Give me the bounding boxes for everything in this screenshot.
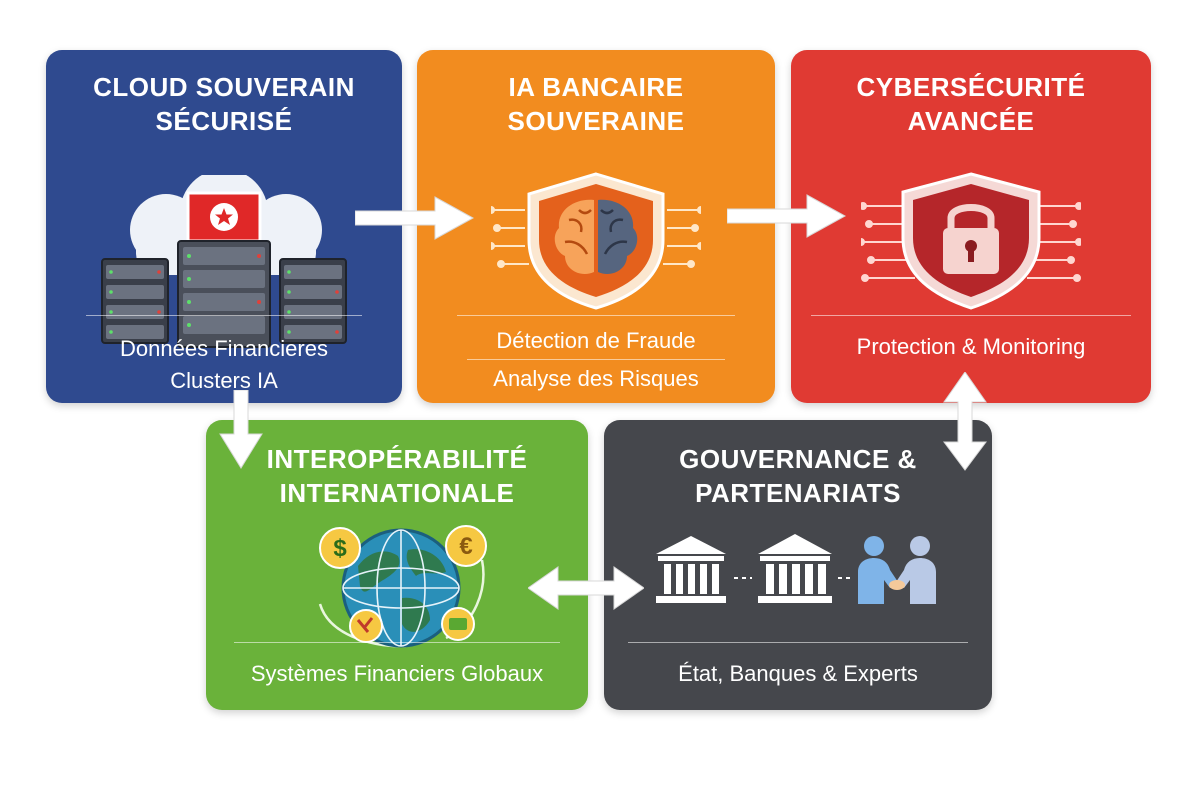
card-subtitle-line: Analyse des Risques [493,366,699,391]
card-title-line: Internationale [279,478,515,508]
arrow-updown-icon [943,372,987,471]
card-title-line: Souveraine [507,106,685,136]
brain-shield-icon [491,172,701,310]
card-subtitle: Données Financieres Clusters IA [46,333,402,397]
card-title-line: Partenariats [695,478,901,508]
card-title-line: Sécurisé [155,106,293,136]
dollar-symbol: $ [333,535,347,562]
card-divider [234,642,560,643]
cloud-server-icon [101,175,347,348]
card-cybersecurite: Cybersécurité Avancée Protection & Monit… [791,50,1151,403]
bank-building-icon [656,536,726,603]
card-title-line: Interopérabilité [266,444,528,474]
arrow-bidirectional-icon [528,566,644,610]
arrow-right-icon [355,196,475,240]
globe-currency-icon: $ € [318,525,487,648]
card-divider [628,642,968,643]
card-subtitle-line: Clusters IA [170,368,278,393]
card-subtitle-line: État, Banques & Experts [678,661,918,686]
card-subtitle-line: Détection de Fraude [496,328,696,353]
card-title: Gouvernance & Partenariats [604,442,992,510]
card-subtitle-line: Systèmes Financiers Globaux [250,661,544,686]
arrow-right-icon [727,194,847,238]
card-divider [457,315,735,316]
card-interoperabilite: Interopérabilité Internationale $ € Syst… [206,420,588,710]
card-title: Cybersécurité Avancée [791,70,1151,138]
institutions-handshake-icon [656,534,936,604]
card-title: Cloud Souverain Sécurisé [46,70,402,138]
bank-building-icon [758,534,832,603]
card-ia-bancaire: IA Bancaire Souveraine [417,50,775,403]
card-title-line: Cloud Souverain [93,72,355,102]
card-subtitle: Détection de Fraude [417,325,775,357]
card-subtitle: Systèmes Financiers Globaux [206,658,588,690]
handshake-icon [858,536,936,604]
card-title-line: Avancée [907,106,1035,136]
card-subtitle: Protection & Monitoring [791,331,1151,363]
card-subtitle-line: Données Financieres [120,336,328,361]
card-title-line: IA Bancaire [508,72,684,102]
card-gouvernance: Gouvernance & Partenariats [604,420,992,710]
card-subtitle-line: Protection & Monitoring [856,334,1086,359]
card-title-line: Cybersécurité [856,72,1086,102]
card-title-line: Gouvernance & [679,444,917,474]
card-divider [467,359,725,360]
card-divider [86,315,362,316]
card-divider [811,315,1131,316]
card-subtitle: Analyse des Risques [417,363,775,395]
card-cloud-souverain: Cloud Souverain Sécurisé [46,50,402,403]
card-title: IA Bancaire Souveraine [417,70,775,138]
lock-shield-icon [861,172,1081,310]
card-subtitle: État, Banques & Experts [604,658,992,690]
arrow-down-icon [219,390,263,469]
euro-symbol: € [459,533,472,560]
card-title: Interopérabilité Internationale [206,442,588,510]
